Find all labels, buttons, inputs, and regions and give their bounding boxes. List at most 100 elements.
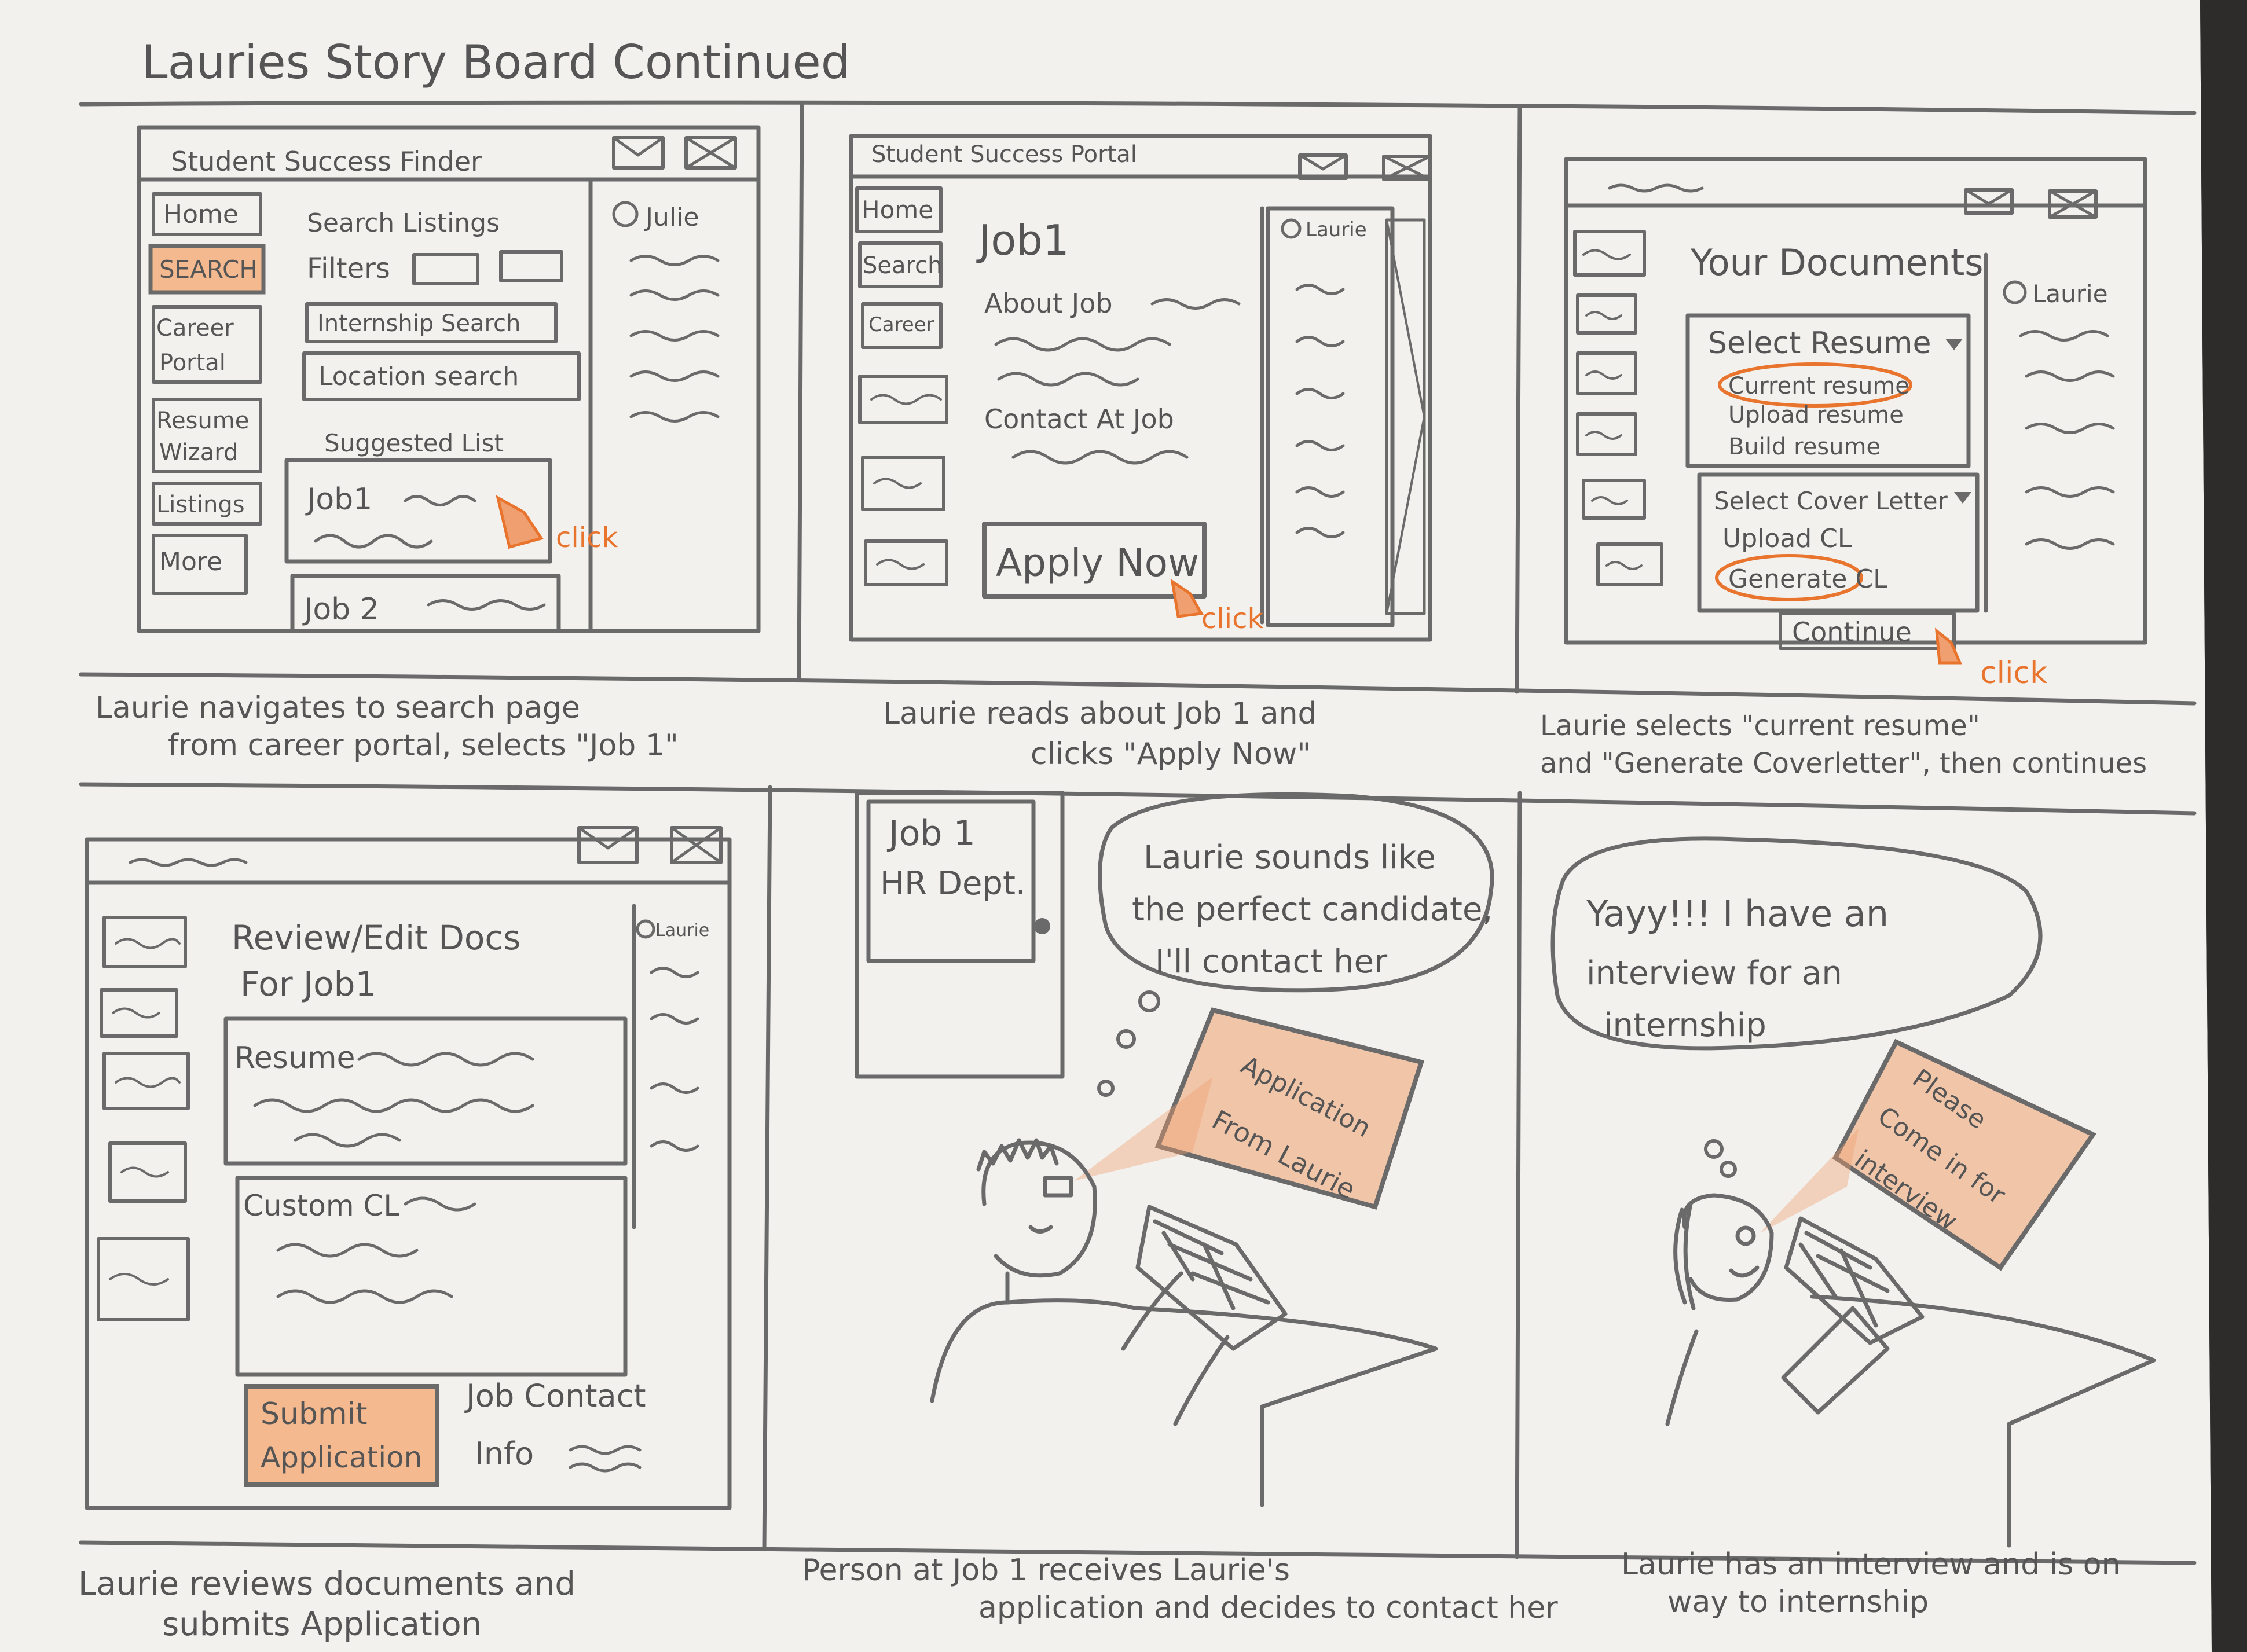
monitor-screen bbox=[1832, 1038, 2096, 1271]
build-resume-option[interactable]: Build resume bbox=[1728, 434, 1881, 460]
job-2-card[interactable]: Job 2 bbox=[290, 574, 561, 633]
apply-now-button[interactable]: Apply Now bbox=[982, 522, 1207, 599]
dropdown-arrow-icon bbox=[1945, 339, 1963, 350]
door-sign-line1: Job 1 bbox=[886, 813, 976, 854]
current-resume-option[interactable]: Current resume bbox=[1728, 373, 1909, 399]
location-search-label: Location search bbox=[318, 362, 519, 391]
gaze-beam bbox=[1074, 1077, 1213, 1181]
door-sign-line2: HR Dept. bbox=[880, 865, 1026, 902]
user-avatar-icon bbox=[1281, 218, 1302, 239]
nav-home-label: Home bbox=[862, 196, 933, 224]
panel-4: Review/Edit Docs For Job1 Resume Custom … bbox=[78, 826, 732, 1643]
door-sign bbox=[866, 799, 1036, 963]
scrollbar-cross bbox=[1385, 219, 1425, 615]
nav-career-button[interactable]: Career bbox=[861, 302, 943, 349]
nav-search-button[interactable]: SEARCH bbox=[148, 244, 266, 295]
nav-listings-button[interactable]: Listings bbox=[152, 482, 262, 526]
window-title-scribble bbox=[1608, 183, 1704, 193]
continue-button[interactable]: Continue bbox=[1779, 612, 1956, 650]
select-resume-label: Select Resume bbox=[1708, 326, 1931, 361]
user-avatar-icon bbox=[2003, 280, 2027, 304]
custom-cl-label: Custom CL bbox=[243, 1189, 399, 1223]
selection-circle bbox=[1715, 554, 1863, 601]
thought-line3: internship bbox=[1604, 1007, 1766, 1044]
select-resume-dropdown[interactable]: Select Resume bbox=[1685, 313, 1971, 468]
job-1-card[interactable]: Job1 bbox=[284, 458, 552, 564]
nav-placeholder-buttons[interactable] bbox=[1573, 230, 1663, 586]
nav-wizard-label: Wizard bbox=[159, 439, 238, 466]
filter-dropdown-1[interactable] bbox=[412, 253, 479, 285]
selection-circle bbox=[1718, 362, 1912, 408]
panel-3: Your Documents Select Resume Current res… bbox=[1540, 157, 2147, 780]
user-name[interactable]: Laurie bbox=[655, 920, 709, 941]
custom-cl-editor[interactable]: Custom CL bbox=[235, 1176, 628, 1377]
nav-portal-label: Portal bbox=[159, 350, 226, 376]
close-icon[interactable] bbox=[2048, 189, 2098, 219]
job-contact-line1: Job Contact bbox=[464, 1378, 646, 1414]
nav-more-button[interactable]: More bbox=[152, 534, 248, 595]
table-edge bbox=[2200, 0, 2247, 1652]
mail-icon[interactable] bbox=[612, 136, 665, 170]
mail-icon[interactable] bbox=[577, 826, 639, 864]
apply-now-label: Apply Now bbox=[996, 541, 1199, 585]
close-icon[interactable] bbox=[684, 136, 737, 170]
thought-dots bbox=[1097, 990, 1160, 1097]
panel-2: Student Success Portal Home Search Caree… bbox=[849, 134, 1432, 772]
upload-resume-option[interactable]: Upload resume bbox=[1728, 402, 1904, 428]
panel-grid bbox=[79, 100, 2197, 1565]
job-contact-line2: Info bbox=[475, 1436, 534, 1472]
contact-scribbles bbox=[1011, 450, 1189, 465]
nav-search-label: SEARCH bbox=[159, 255, 258, 284]
dropdown-arrow-icon bbox=[1954, 492, 1971, 504]
sidebar-scribbles bbox=[2019, 330, 2115, 550]
sidebar-scribbles bbox=[629, 255, 720, 423]
thought-line2: the perfect candidate, bbox=[1132, 891, 1493, 928]
review-heading-line1: Review/Edit Docs bbox=[232, 918, 521, 957]
about-scribbles bbox=[994, 298, 1241, 387]
resume-label: Resume bbox=[234, 1041, 355, 1075]
upload-cl-option[interactable]: Upload CL bbox=[1722, 524, 1852, 553]
generate-cl-option[interactable]: Generate CL bbox=[1728, 564, 1887, 594]
monitor-screen bbox=[1154, 1007, 1425, 1210]
resume-editor[interactable]: Resume bbox=[223, 1016, 628, 1166]
mail-icon[interactable] bbox=[1964, 188, 2014, 215]
nav-home-button[interactable]: Home bbox=[152, 192, 262, 236]
nav-career-label: Career bbox=[156, 315, 234, 342]
filter-dropdown-2[interactable] bbox=[499, 250, 563, 282]
contact-at-job-heading: Contact At Job bbox=[984, 403, 1174, 435]
nav-placeholder-buttons[interactable] bbox=[97, 916, 190, 1321]
job-title: Job1 bbox=[976, 216, 1069, 265]
review-heading-line2: For Job1 bbox=[240, 964, 376, 1004]
close-icon[interactable] bbox=[1382, 155, 1432, 181]
nav-career-label: Career bbox=[868, 313, 934, 336]
cursor-icon bbox=[1934, 627, 1962, 665]
mail-icon[interactable] bbox=[1298, 153, 1348, 180]
select-cover-letter-dropdown[interactable]: Select Cover Letter bbox=[1697, 472, 1980, 613]
nav-home-label: Home bbox=[163, 200, 239, 229]
nav-placeholder-buttons[interactable] bbox=[858, 375, 948, 586]
close-icon[interactable] bbox=[670, 826, 723, 864]
gaze-beam bbox=[1760, 1129, 1859, 1233]
submit-application-button[interactable]: Submit Application bbox=[244, 1384, 439, 1487]
window-title-scribble bbox=[129, 858, 248, 867]
your-documents-heading: Your Documents bbox=[1690, 241, 1984, 284]
location-search-button[interactable]: Location search bbox=[302, 351, 581, 401]
user-name[interactable]: Julie bbox=[644, 203, 699, 232]
sidebar-scribbles bbox=[650, 967, 699, 1152]
user-name[interactable]: Laurie bbox=[2032, 280, 2108, 308]
nav-home-button[interactable]: Home bbox=[855, 186, 943, 233]
user-name[interactable]: Laurie bbox=[1306, 218, 1367, 241]
about-job-heading: About Job bbox=[984, 288, 1113, 319]
nav-search-button[interactable]: Search bbox=[858, 241, 943, 288]
hr-person-figure bbox=[930, 1138, 1438, 1507]
window-title: Student Success Finder bbox=[171, 146, 482, 177]
cursor-icon bbox=[496, 495, 544, 549]
nav-listings-label: Listings bbox=[156, 491, 245, 518]
internship-search-button[interactable]: Internship Search bbox=[305, 302, 558, 343]
